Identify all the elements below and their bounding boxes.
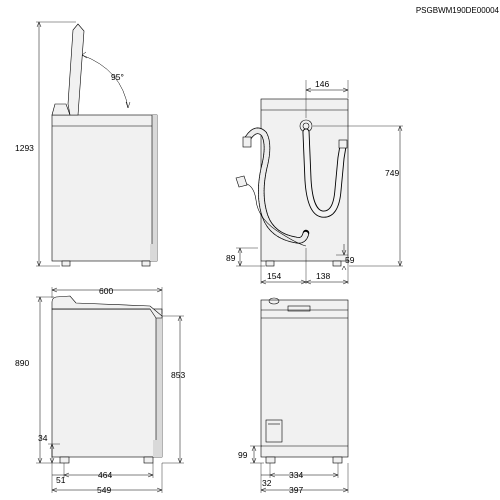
total-depth-label: 549: [97, 485, 111, 495]
cabinet-height-label: 890: [15, 358, 29, 368]
control-display: [287, 305, 311, 312]
total-height-label: 1293: [15, 143, 34, 153]
width-label: 600: [99, 286, 113, 296]
hose-clearance-label: 138: [316, 271, 330, 281]
lid-angle-label: 95°: [111, 72, 124, 82]
side-clearance-label: 59: [345, 255, 355, 265]
hose-offset-label: 146: [315, 79, 329, 89]
cabinet-side: [51, 114, 158, 262]
front-view: 99 334 32 397: [238, 297, 349, 495]
side-view-closed: 600 890 853 34 464 51 549: [15, 286, 185, 495]
cabinet-front: [260, 299, 349, 458]
rear-view-hoses: 146 749 89 59 154 138: [226, 79, 403, 285]
foot-height-label: 34: [38, 433, 48, 443]
lid-angle-arc: [81, 54, 129, 109]
open-lid: [67, 23, 85, 116]
door-height-label: 99: [238, 450, 248, 460]
side-view-lid-open: 95° 1293: [15, 21, 158, 267]
drawing-code: PSGBWM190DE00004: [416, 6, 500, 15]
base-width-label: 334: [289, 470, 303, 480]
cabinet-side-closed: [51, 308, 163, 458]
control-knob: [268, 297, 280, 305]
hose-height-label: 749: [385, 168, 399, 178]
foot-inset-label: 51: [56, 475, 66, 485]
front-height-label: 853: [171, 370, 185, 380]
service-door: [265, 419, 283, 443]
depth-base-label: 464: [98, 470, 112, 480]
base-offset-label: 32: [262, 478, 272, 488]
power-cord: [243, 182, 307, 247]
drain-height-label: 89: [226, 253, 236, 263]
drain-offset-label: 154: [267, 271, 281, 281]
total-width-label: 397: [289, 485, 303, 495]
